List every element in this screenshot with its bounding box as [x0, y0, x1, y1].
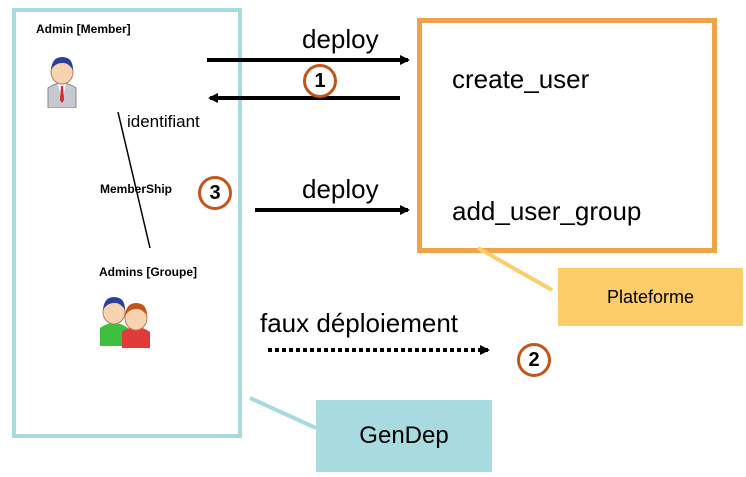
op-create-user: create_user — [452, 64, 590, 94]
admin-user-icon — [47, 57, 77, 108]
faux-deploiement-label: faux déploiement — [260, 308, 459, 338]
admin-member-label: Admin [Member] — [36, 22, 131, 36]
membership-line — [117, 111, 151, 249]
gendep-pointer — [249, 396, 317, 430]
step-1-badge: 1 — [303, 64, 337, 98]
admins-group-icon — [100, 297, 150, 348]
plateforme-pointer — [477, 246, 553, 292]
step-3-badge: 3 — [198, 176, 232, 210]
admins-group-label: Admins [Groupe] — [99, 265, 197, 279]
op-add-user-group: add_user_group — [452, 196, 642, 226]
plateforme-box — [417, 18, 717, 253]
deploy-label-bottom: deploy — [302, 174, 379, 204]
plateforme-title: Plateforme — [558, 268, 743, 326]
gendep-title: GenDep — [316, 400, 492, 472]
deploy-label-top: deploy — [302, 24, 379, 54]
identifiant-label: identifiant — [127, 112, 200, 131]
step-2-badge: 2 — [517, 343, 551, 377]
gendep-panel — [12, 8, 242, 438]
